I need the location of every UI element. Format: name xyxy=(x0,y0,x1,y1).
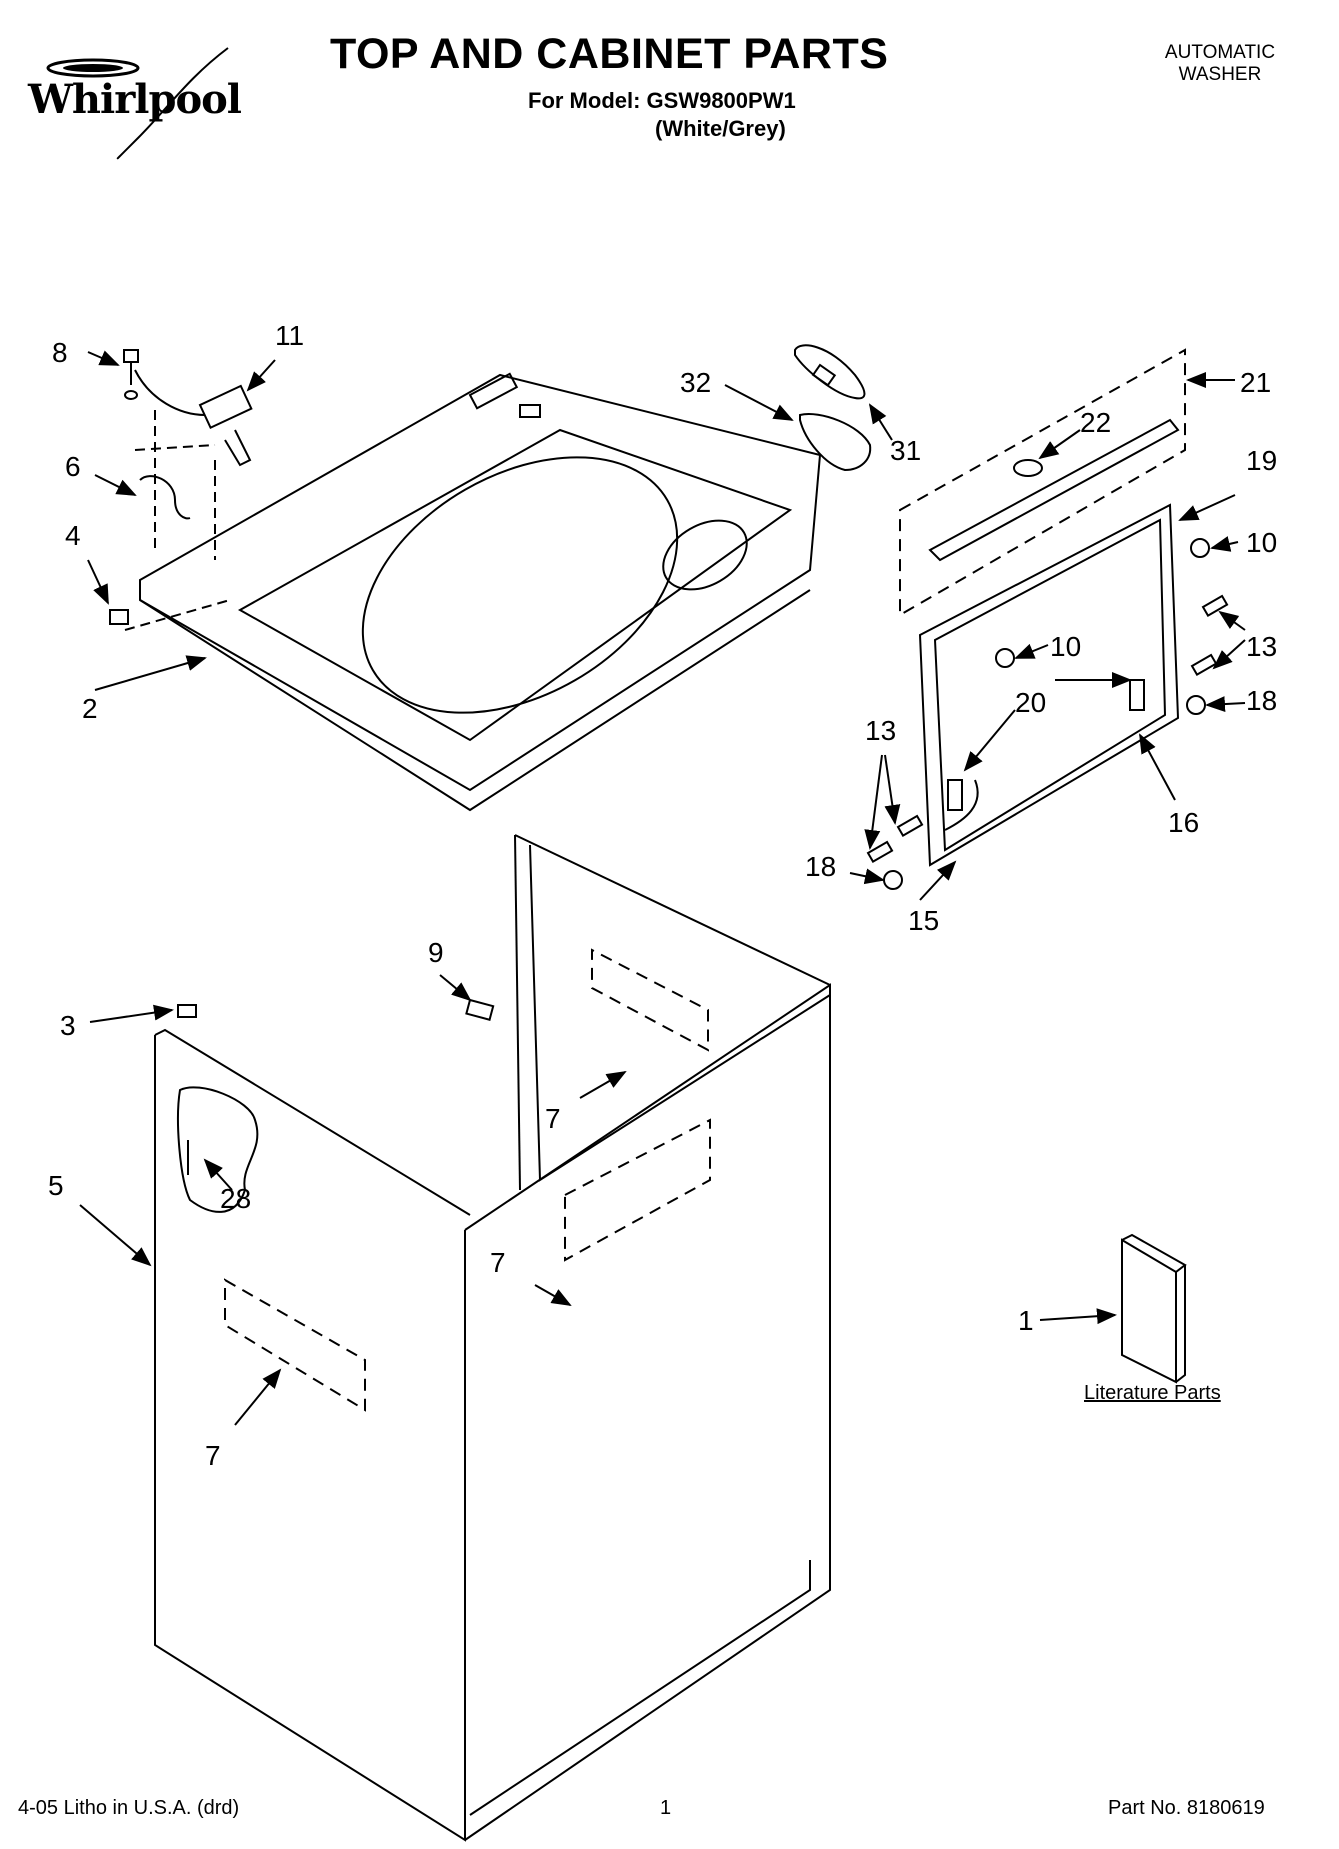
callout-7c: 7 xyxy=(205,1440,221,1471)
callout-6: 6 xyxy=(65,451,81,482)
callout-32: 32 xyxy=(680,367,711,398)
callout-7a: 7 xyxy=(545,1103,561,1134)
logo-swoosh-icon xyxy=(46,47,229,160)
cabinet xyxy=(154,834,831,1842)
callout-9: 9 xyxy=(428,937,444,968)
lid-switch xyxy=(134,369,253,467)
model-line: For Model: GSW9800PW1 xyxy=(528,88,796,113)
footer-page-number: 1 xyxy=(660,1797,672,1819)
callout-21: 21 xyxy=(1240,367,1271,398)
callout-3: 3 xyxy=(60,1010,76,1041)
category-line-2: WASHER xyxy=(1178,64,1262,85)
callout-20: 20 xyxy=(1015,687,1046,718)
category-line-1: AUTOMATIC xyxy=(1164,42,1276,63)
color-line: (White/Grey) xyxy=(655,116,786,141)
clip-6 xyxy=(139,475,191,520)
callout-4: 4 xyxy=(65,520,81,551)
callout-5: 5 xyxy=(48,1170,64,1201)
callout-28: 28 xyxy=(220,1183,251,1214)
callout-8: 8 xyxy=(52,337,68,368)
callout-16: 16 xyxy=(1168,807,1199,838)
callout-13: 13 xyxy=(1246,631,1277,662)
screw-8 xyxy=(123,349,139,400)
whirlpool-logo xyxy=(18,38,268,168)
literature-booklet xyxy=(1121,1233,1187,1384)
footer-litho: 4-05 Litho in U.S.A. (drd) xyxy=(18,1797,240,1819)
top-panel xyxy=(139,372,822,812)
callout-19: 19 xyxy=(1246,445,1277,476)
appliance-category: AUTOMATIC WASHER xyxy=(1120,42,1320,86)
footer-part-number: Part No. 8180619 xyxy=(1108,1797,1265,1819)
callout-18b: 18 xyxy=(805,851,836,882)
callout-13b: 13 xyxy=(865,715,896,746)
dispenser-caps xyxy=(794,344,872,472)
callout-leaders xyxy=(79,350,1246,1426)
callout-10: 10 xyxy=(1246,527,1277,558)
callout-11: 11 xyxy=(275,320,304,351)
page-title: TOP AND CABINET PARTS xyxy=(330,30,889,78)
callout-31: 31 xyxy=(890,435,921,466)
clip-4 xyxy=(109,609,129,625)
callout-10b: 10 xyxy=(1050,631,1081,662)
lid-handle xyxy=(928,418,1180,562)
callout-15: 15 xyxy=(908,905,939,936)
callout-18: 18 xyxy=(1246,685,1277,716)
callout-7b: 7 xyxy=(490,1247,506,1278)
literature-parts-label: Literature Parts xyxy=(1084,1382,1221,1404)
callout-numbers: 8 11 32 21 31 22 6 19 4 10 2 10 13 20 18… xyxy=(48,320,1277,1471)
callout-2: 2 xyxy=(82,693,98,724)
callout-1: 1 xyxy=(1018,1305,1034,1336)
callout-22: 22 xyxy=(1080,407,1111,438)
lid-frame xyxy=(918,503,1180,867)
brand-name: Whirlpool xyxy=(28,76,242,123)
